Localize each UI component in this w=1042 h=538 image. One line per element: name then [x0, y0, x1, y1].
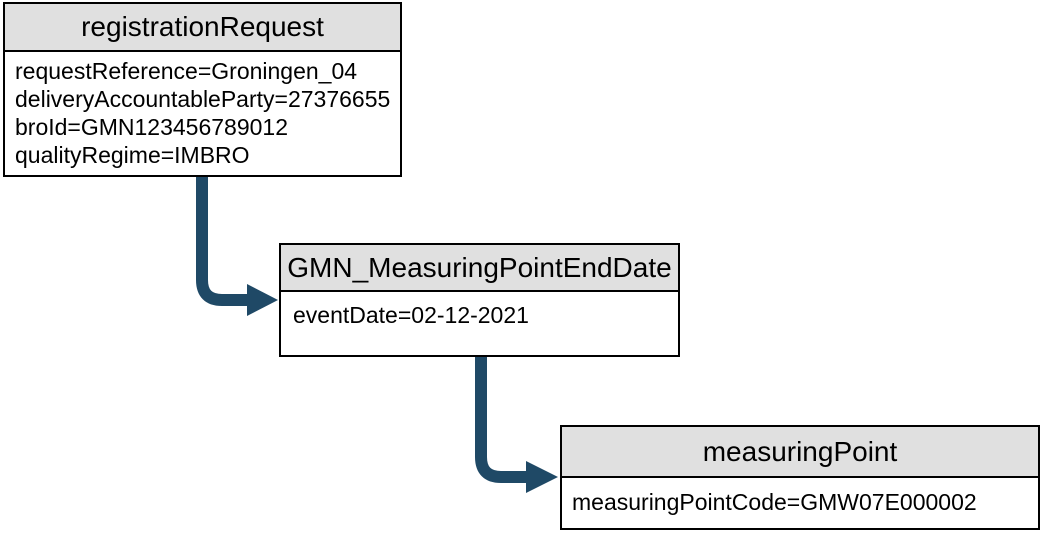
arrowhead-icon [247, 284, 278, 316]
arrowhead-icon [526, 461, 558, 493]
node-title: measuringPoint [562, 427, 1038, 478]
node-attributes: measuringPointCode=GMW07E000002 [562, 478, 1038, 528]
edge-line [475, 357, 526, 483]
attribute-line: deliveryAccountableParty=27376655 [15, 86, 391, 112]
attribute-line: measuringPointCode=GMW07E000002 [572, 489, 977, 515]
attribute-line: qualityRegime=IMBRO [15, 142, 250, 168]
attribute-line: broId=GMN123456789012 [15, 114, 289, 140]
edge-endDate-to-measuringPoint [475, 357, 558, 493]
node-measuring-point-end-date: GMN_MeasuringPointEndDate eventDate=02-1… [279, 243, 680, 357]
node-title: registrationRequest [5, 4, 400, 52]
node-attributes: requestReference=Groningen_04 deliveryAc… [5, 52, 400, 175]
node-registration-request: registrationRequest requestReference=Gro… [3, 2, 402, 177]
node-title: GMN_MeasuringPointEndDate [281, 245, 678, 292]
attribute-line: requestReference=Groningen_04 [15, 58, 358, 84]
edge-registrationRequest-to-endDate [196, 177, 278, 316]
node-measuring-point: measuringPoint measuringPointCode=GMW07E… [560, 425, 1040, 530]
edge-line [196, 177, 247, 306]
node-attributes: eventDate=02-12-2021 [281, 292, 678, 355]
attribute-line: eventDate=02-12-2021 [293, 302, 529, 328]
